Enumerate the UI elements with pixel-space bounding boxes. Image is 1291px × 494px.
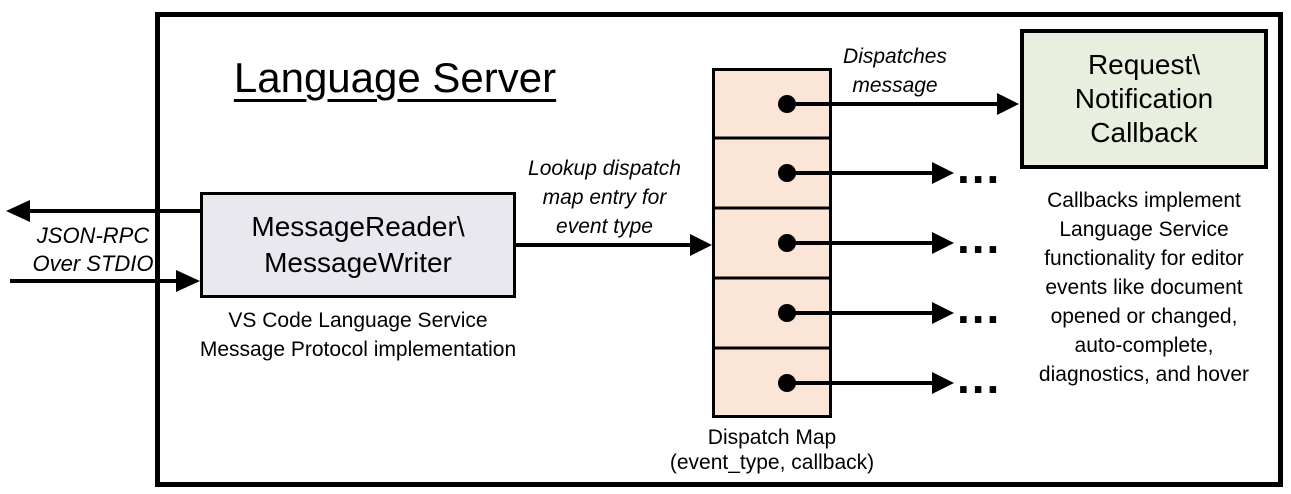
message-reader-label-line1: MessageReader\ <box>251 211 465 242</box>
callbacks-note-line: functionality for editor <box>1044 247 1244 270</box>
more-callbacks-ellipsis: ... <box>957 141 1002 193</box>
callback-label-line1: Request\ <box>1087 49 1201 80</box>
lookup-dispatch-label-line3: event type <box>556 215 653 238</box>
callback-label-line2: Notification <box>1074 83 1214 114</box>
more-callbacks-ellipsis: ... <box>957 351 1002 403</box>
callbacks-note-line: Callbacks implement <box>1047 189 1241 212</box>
dispatches-message-label-line2: message <box>852 74 938 97</box>
stdout-arrowhead-icon <box>6 200 30 222</box>
lookup-dispatch-label-line1: Lookup dispatch <box>528 157 681 180</box>
callbacks-note-line: diagnostics, and hover <box>1038 363 1250 386</box>
more-callbacks-ellipsis: ... <box>957 211 1002 263</box>
callbacks-note: Callbacks implement Language Service fun… <box>1006 186 1282 389</box>
callbacks-note-line: events like document <box>1045 276 1243 299</box>
dispatch-map-node[interactable] <box>712 68 832 418</box>
lookup-dispatch-label: Lookup dispatch map entry for event type <box>512 154 697 241</box>
callbacks-note-line: auto-complete, <box>1074 334 1214 357</box>
json-rpc-stdio-label-line2: Over STDIO <box>32 251 154 276</box>
dispatches-message-label: Dispatches message <box>820 42 970 100</box>
message-reader-caption-line2: Message Protocol implementation <box>199 338 517 361</box>
message-reader-writer-node[interactable]: MessageReader\ MessageWriter <box>200 192 516 298</box>
message-reader-label-line2: MessageWriter <box>264 247 452 278</box>
json-rpc-stdio-label-line1: JSON-RPC <box>36 223 150 248</box>
callbacks-note-line: Language Service <box>1059 218 1229 241</box>
lookup-dispatch-label-line2: map entry for <box>542 186 667 209</box>
more-callbacks-ellipsis: ... <box>957 281 1002 333</box>
message-reader-caption-line1: VS Code Language Service <box>228 309 488 332</box>
callbacks-note-line: opened or changed, <box>1050 305 1238 328</box>
request-notification-callback-node[interactable]: Request\ Notification Callback <box>1020 29 1268 169</box>
dispatch-map-caption: Dispatch Map (event_type, callback) <box>652 425 892 475</box>
json-rpc-stdio-label: JSON-RPC Over STDIO <box>18 222 168 278</box>
message-reader-caption: VS Code Language Service Message Protoco… <box>178 306 538 364</box>
dispatch-map-caption-line1: Dispatch Map <box>707 426 837 449</box>
dispatch-map-caption-line2: (event_type, callback) <box>669 451 875 474</box>
diagram-title: Language Server <box>233 54 557 101</box>
callback-label-line3: Callback <box>1090 117 1198 148</box>
dispatches-message-label-line1: Dispatches <box>843 45 947 68</box>
